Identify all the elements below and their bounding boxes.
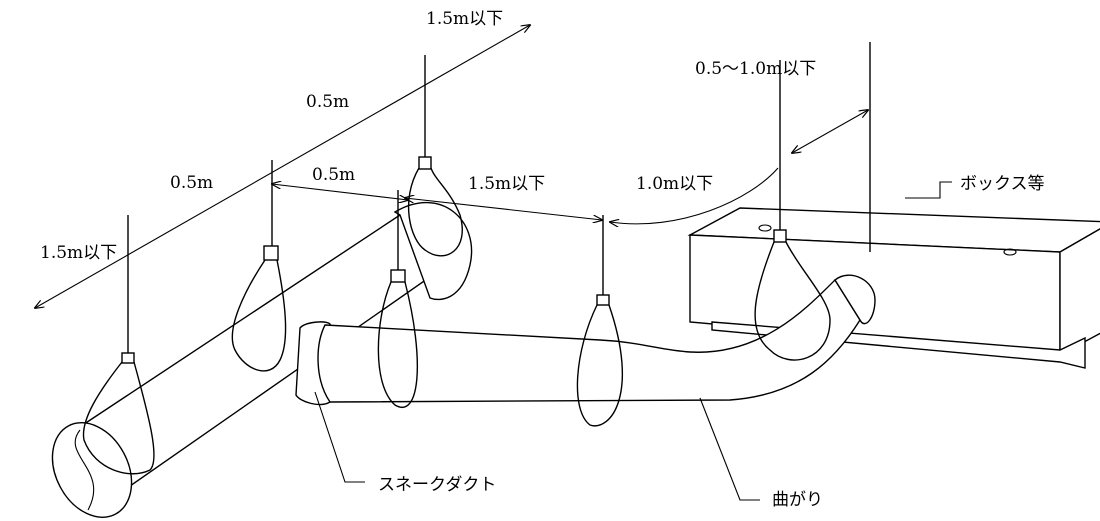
label-bend-run: 1.0m以下 <box>636 174 713 194</box>
callout-bend: 曲がり <box>772 490 823 510</box>
dimension-line-straight-run <box>405 198 602 220</box>
hanger-5 <box>576 215 624 427</box>
snake-duct <box>51 274 876 518</box>
label-straight-run: 1.5m以下 <box>468 174 545 194</box>
callout-snake-duct: スネークダクト <box>378 475 496 495</box>
label-left-mid: 0.5m <box>170 173 213 193</box>
dimension-line-bend-run <box>610 167 779 224</box>
box-hole <box>1003 248 1017 256</box>
label-left-far: 1.5m以下 <box>40 243 117 263</box>
hanger-6 <box>754 60 831 361</box>
label-center-mid: 0.5m <box>312 165 355 185</box>
leader-snake-duct <box>314 391 365 483</box>
dimension-line-upper <box>35 25 530 308</box>
label-box-run: 0.5～1.0m以下 <box>695 59 816 79</box>
box-hole <box>758 224 772 232</box>
label-top-far: 1.5m以下 <box>426 9 503 29</box>
dimension-line-box-run <box>792 110 868 153</box>
label-upper-mid: 0.5m <box>306 92 349 112</box>
callout-box: ボックス等 <box>960 174 1045 194</box>
dimension-line-center <box>272 184 408 200</box>
leader-box <box>905 181 952 199</box>
leader-bend <box>699 397 760 501</box>
